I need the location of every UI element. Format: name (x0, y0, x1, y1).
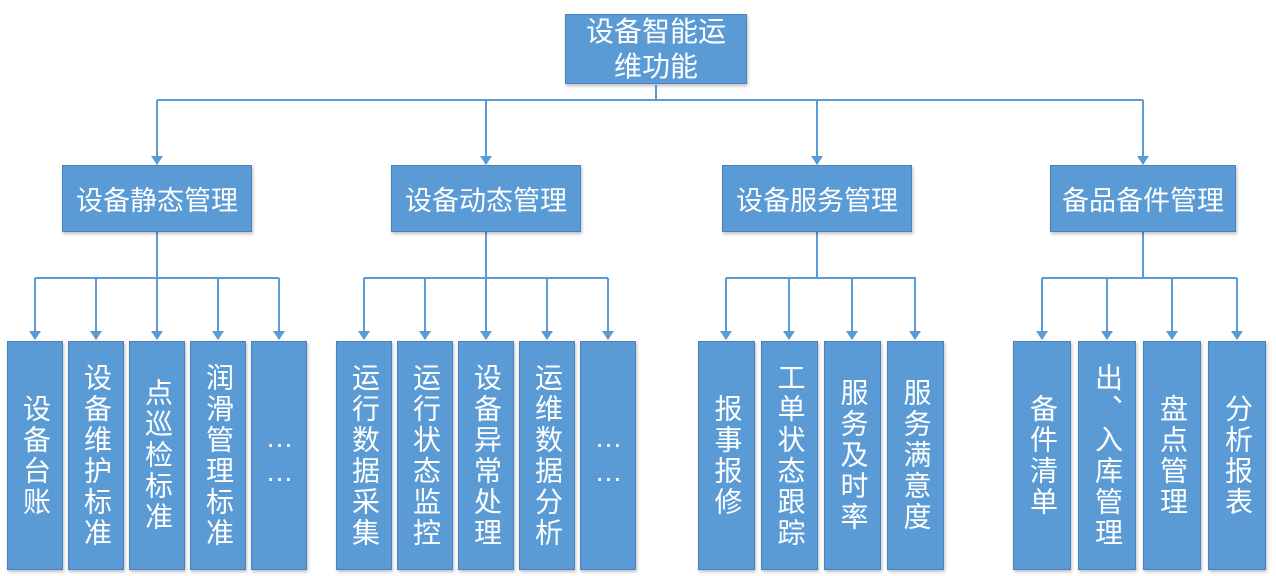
leaf-node-service-timeliness: 服务及时率 (824, 341, 881, 570)
leaf-node-spareparts-list: 备件清单 (1013, 341, 1071, 570)
leaf-node-status-monitoring: 运行状态监控 (397, 341, 453, 570)
leaf-node-service-satisfaction: 服务满意度 (887, 341, 944, 570)
leaf-node-maintenance-standard: 设备维护标准 (68, 341, 124, 570)
leaf-node-lubrication-standard: 润滑管理标准 (190, 341, 246, 570)
leaf-node-stocktaking-mgmt: 盘点管理 (1143, 341, 1201, 570)
leaf-node-repair-report: 报事报修 (698, 341, 755, 570)
leaf-node-om-data-analysis: 运维数据分析 (519, 341, 575, 570)
leaf-node-data-collection: 运行数据采集 (336, 341, 392, 570)
branch-node-spareparts-mgmt: 备品备件管理 (1050, 165, 1236, 232)
leaf-node-ellipsis-2: …… (580, 341, 636, 570)
root-node: 设备智能运维功能 (565, 14, 747, 84)
leaf-node-equipment-ledger: 设备台账 (7, 341, 63, 570)
branch-node-service-mgmt: 设备服务管理 (722, 165, 912, 232)
leaf-node-anomaly-handling: 设备异常处理 (458, 341, 514, 570)
leaf-node-workorder-tracking: 工单状态跟踪 (761, 341, 818, 570)
leaf-node-analysis-report: 分析报表 (1208, 341, 1266, 570)
branch-node-dynamic-mgmt: 设备动态管理 (391, 165, 581, 232)
leaf-node-inspection-standard: 点巡检标准 (129, 341, 185, 570)
leaf-node-inout-warehouse-mgmt: 出、入库管理 (1078, 341, 1136, 570)
leaf-node-ellipsis-1: …… (251, 341, 307, 570)
branch-node-static-mgmt: 设备静态管理 (62, 165, 252, 232)
